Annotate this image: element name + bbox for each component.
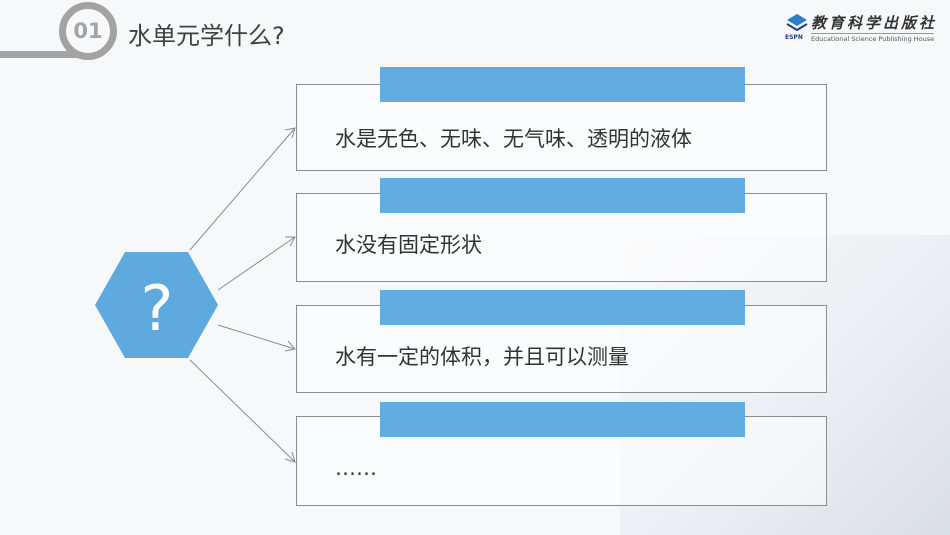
arrow-3: [217, 324, 296, 352]
book-logo-icon: [786, 14, 808, 32]
question-hexagon: [95, 252, 218, 358]
item-text-3: 水有一定的体积，并且可以测量: [335, 345, 629, 369]
item-bar-3: [380, 290, 745, 325]
arrow-1: [189, 127, 296, 251]
item-text-1: 水是无色、无味、无气味、透明的液体: [335, 127, 692, 151]
logo-chinese: 教育科学出版社: [811, 14, 938, 32]
question-mark: ?: [141, 272, 174, 345]
item-bar-1: [380, 67, 745, 102]
logo-abbr: ESPN: [785, 34, 803, 41]
item-text-4: ……: [335, 456, 377, 480]
arrow-4: [189, 359, 296, 463]
header-line: [0, 51, 90, 58]
section-number-badge: 01: [59, 2, 117, 60]
item-text-2: 水没有固定形状: [335, 233, 482, 257]
item-bar-2: [380, 178, 745, 213]
item-bar-4: [380, 402, 745, 437]
slide-title: 水单元学什么?: [128, 22, 285, 50]
arrow-2: [217, 236, 296, 291]
publisher-logo: ESPN 教育科学出版社 Educational Science Publish…: [785, 12, 945, 46]
logo-english: Educational Science Publishing House: [811, 33, 935, 43]
